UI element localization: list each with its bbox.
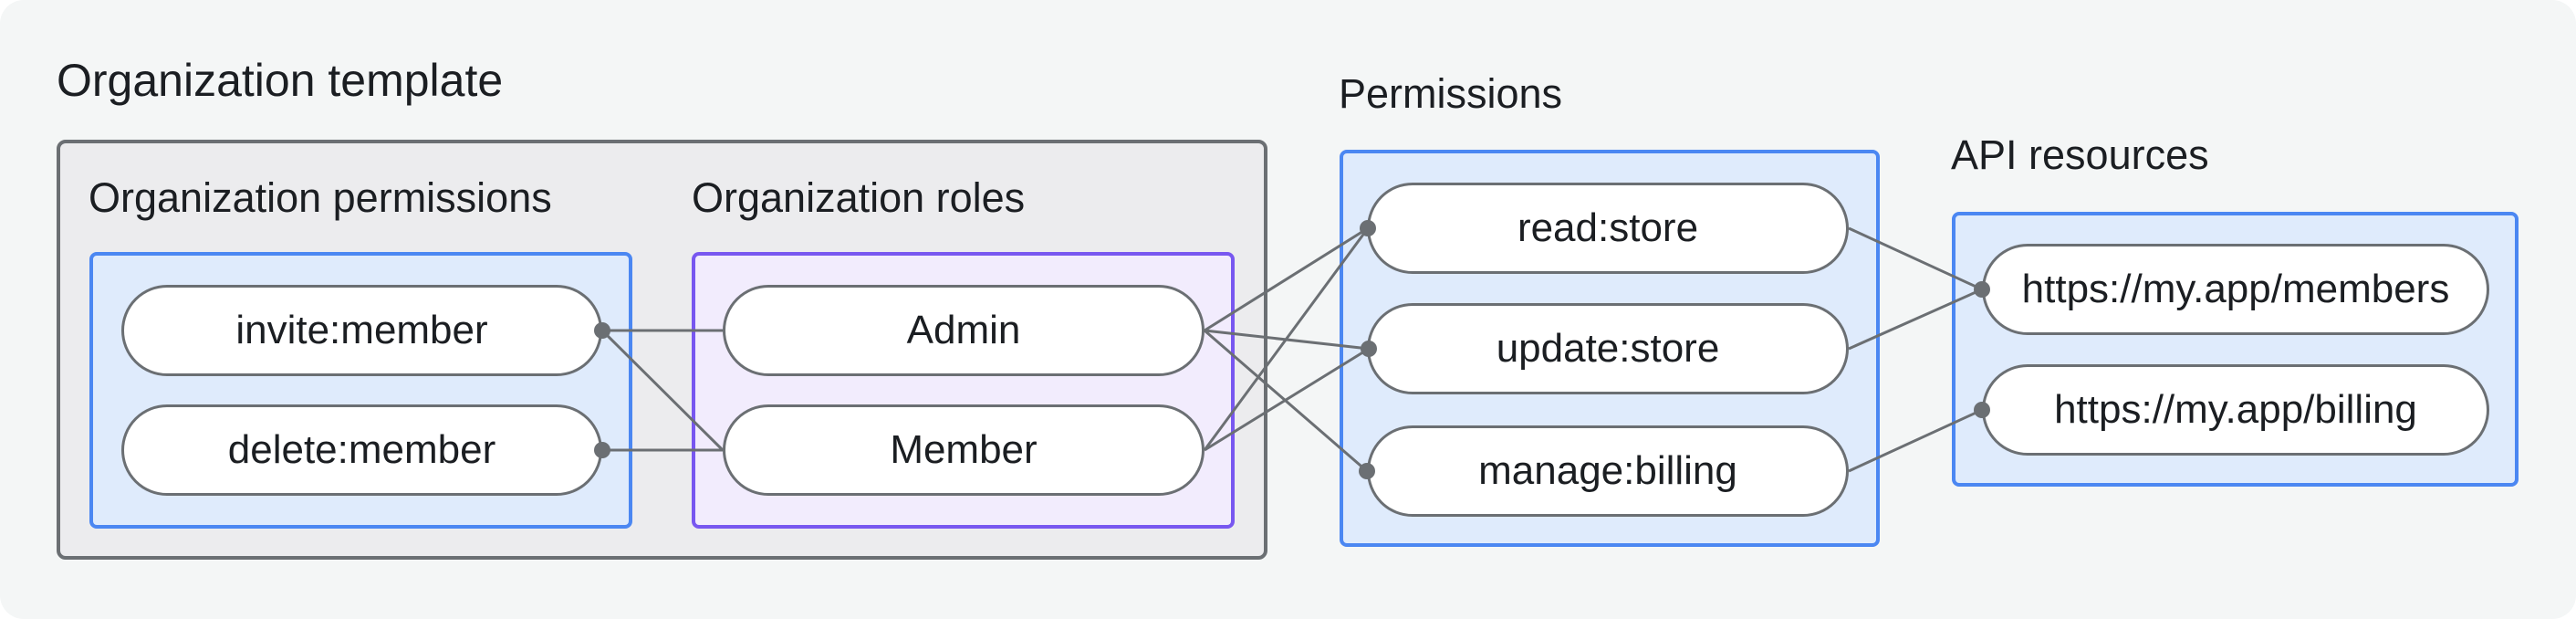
node-delete-member: delete:member: [121, 404, 602, 496]
node-update-store: update:store: [1367, 303, 1849, 394]
node-invite-member: invite:member: [121, 285, 602, 376]
node-member: Member: [723, 404, 1205, 496]
node-members-url: https://my.app/members: [1982, 244, 2489, 335]
node-manage-billing: manage:billing: [1367, 425, 1849, 517]
api-resources-label: API resources: [1951, 131, 2209, 178]
permissions-label: Permissions: [1339, 70, 1563, 117]
node-read-store: read:store: [1367, 183, 1849, 274]
org-roles-label: Organization roles: [692, 174, 1026, 221]
node-admin: Admin: [723, 285, 1205, 376]
node-billing-url: https://my.app/billing: [1982, 364, 2489, 456]
diagram-title: Organization template: [57, 55, 504, 106]
org-permissions-label: Organization permissions: [89, 174, 552, 221]
